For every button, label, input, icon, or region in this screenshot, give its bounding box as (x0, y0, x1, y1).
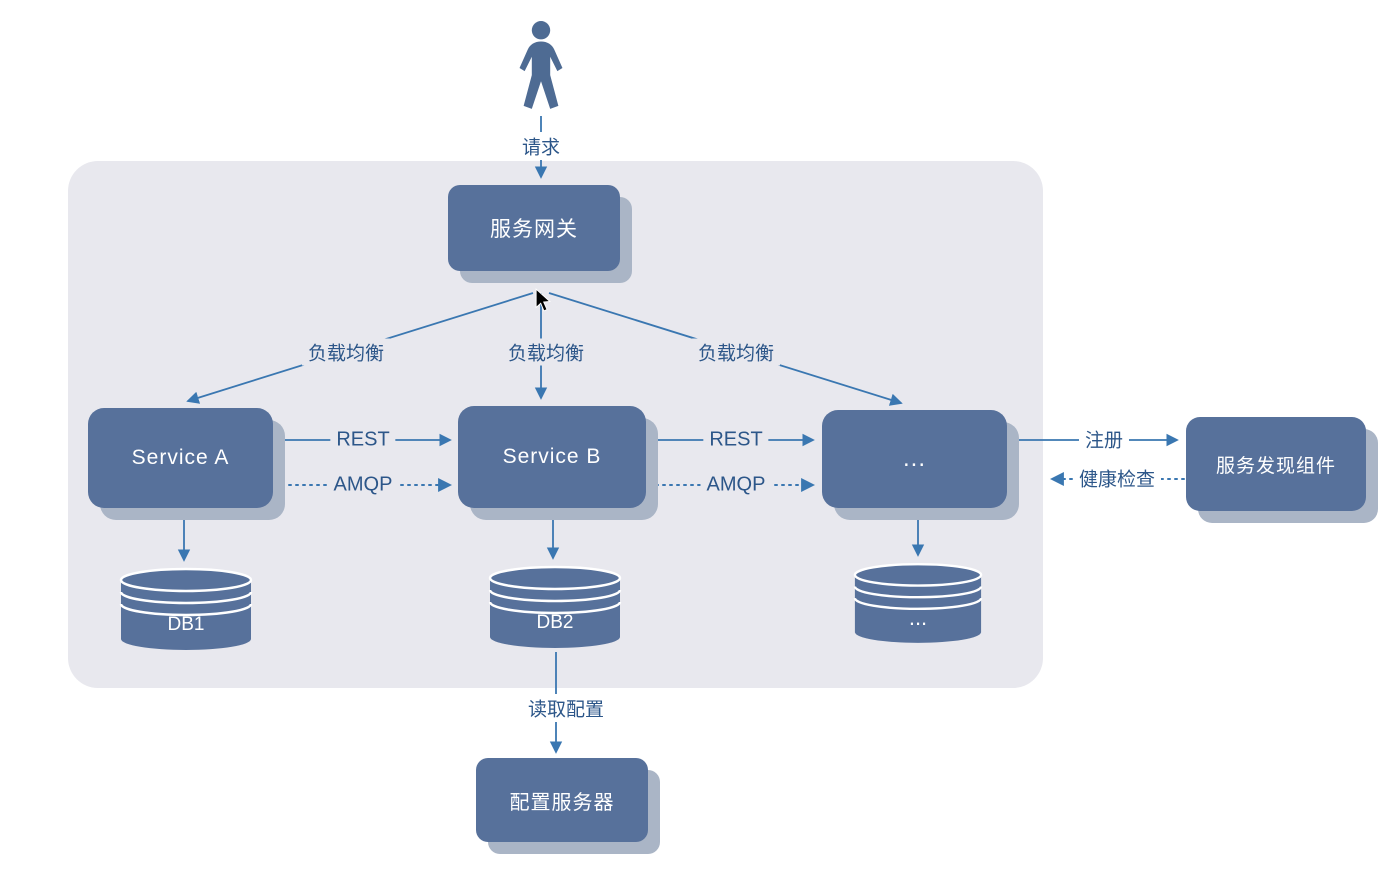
discovery-node: 服务发现组件 (1186, 417, 1366, 511)
db-more-cylinder (853, 562, 983, 643)
amqp-label-2: AMQP (700, 473, 772, 497)
amqp-label-1: AMQP (327, 473, 399, 497)
config-server-node: 配置服务器 (476, 758, 648, 842)
gateway-label: 服务网关 (490, 218, 578, 241)
db2-cylinder (488, 565, 622, 648)
db1-label: DB1 (167, 614, 205, 635)
service-b-label: Service B (502, 445, 602, 468)
config-server-label: 配置服务器 (509, 791, 615, 814)
service-b-node: Service B (458, 406, 646, 508)
load-balance-label-center: 负载均衡 (501, 338, 591, 366)
read-config-label: 读取配置 (521, 694, 611, 722)
gateway-node: 服务网关 (448, 185, 620, 271)
register-label: 注册 (1078, 425, 1130, 453)
load-balance-label-left: 负载均衡 (301, 338, 391, 366)
service-a-node: Service A (88, 408, 273, 508)
db1-cylinder (119, 567, 253, 650)
load-balance-label-right: 负载均衡 (691, 338, 781, 366)
discovery-label: 服务发现组件 (1215, 455, 1336, 477)
db2-label: DB2 (536, 612, 574, 633)
rest-label-2: REST (703, 428, 769, 452)
mouse-cursor (535, 288, 551, 312)
user-actor-icon (519, 21, 563, 109)
service-a-label: Service A (131, 446, 230, 469)
health-check-label: 健康检查 (1072, 464, 1162, 492)
db-more-label: ... (908, 605, 928, 630)
service-more-label: ... (902, 445, 926, 472)
rest-label-1: REST (330, 428, 396, 452)
service-more-node: ... (822, 410, 1007, 508)
request-label: 请求 (515, 132, 567, 160)
